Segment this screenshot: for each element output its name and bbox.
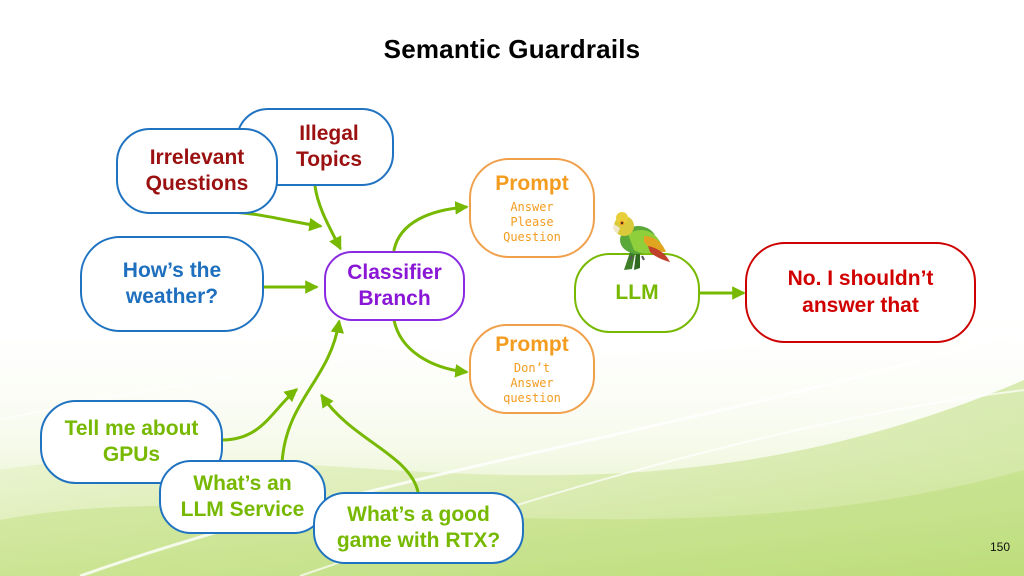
node-illegal-topics-label: Illegal Topics: [295, 121, 363, 171]
node-response-label: No. I shouldn’t answer that: [787, 267, 934, 317]
node-classifier-branch-label: Classifier Branch: [347, 260, 442, 310]
node-llm-service: What’s an LLM Service: [159, 460, 326, 534]
parrot-icon: [613, 212, 670, 270]
node-prompt-dont-title: Prompt: [495, 333, 569, 357]
node-classifier-branch: Classifier Branch: [324, 251, 465, 321]
node-prompt-dont: Prompt Don’t Answer question: [469, 324, 595, 414]
node-llm-service-label: What’s an LLM Service: [180, 471, 305, 521]
node-prompt-answer-body: Answer Please Question: [503, 199, 561, 244]
node-gpus: Tell me about GPUs: [40, 400, 223, 484]
node-weather: How’s the weather?: [80, 236, 264, 332]
node-prompt-dont-body: Don’t Answer question: [503, 360, 561, 405]
node-rtx-label: What’s a good game with RTX?: [336, 502, 501, 552]
node-llm-label: LLM: [615, 280, 659, 304]
page-number: 150: [989, 540, 1010, 554]
node-irrelevant-questions-label: Irrelevant Questions: [145, 145, 249, 195]
node-prompt-answer: Prompt Answer Please Question: [469, 158, 595, 258]
node-gpus-label: Tell me about GPUs: [64, 416, 199, 466]
node-weather-label: How’s the weather?: [122, 258, 222, 308]
slide-title: Semantic Guardrails: [383, 34, 641, 64]
node-irrelevant-questions: Irrelevant Questions: [116, 128, 278, 214]
node-rtx: What’s a good game with RTX?: [313, 492, 524, 564]
node-response: No. I shouldn’t answer that: [745, 242, 976, 343]
node-prompt-answer-title: Prompt: [495, 172, 569, 196]
